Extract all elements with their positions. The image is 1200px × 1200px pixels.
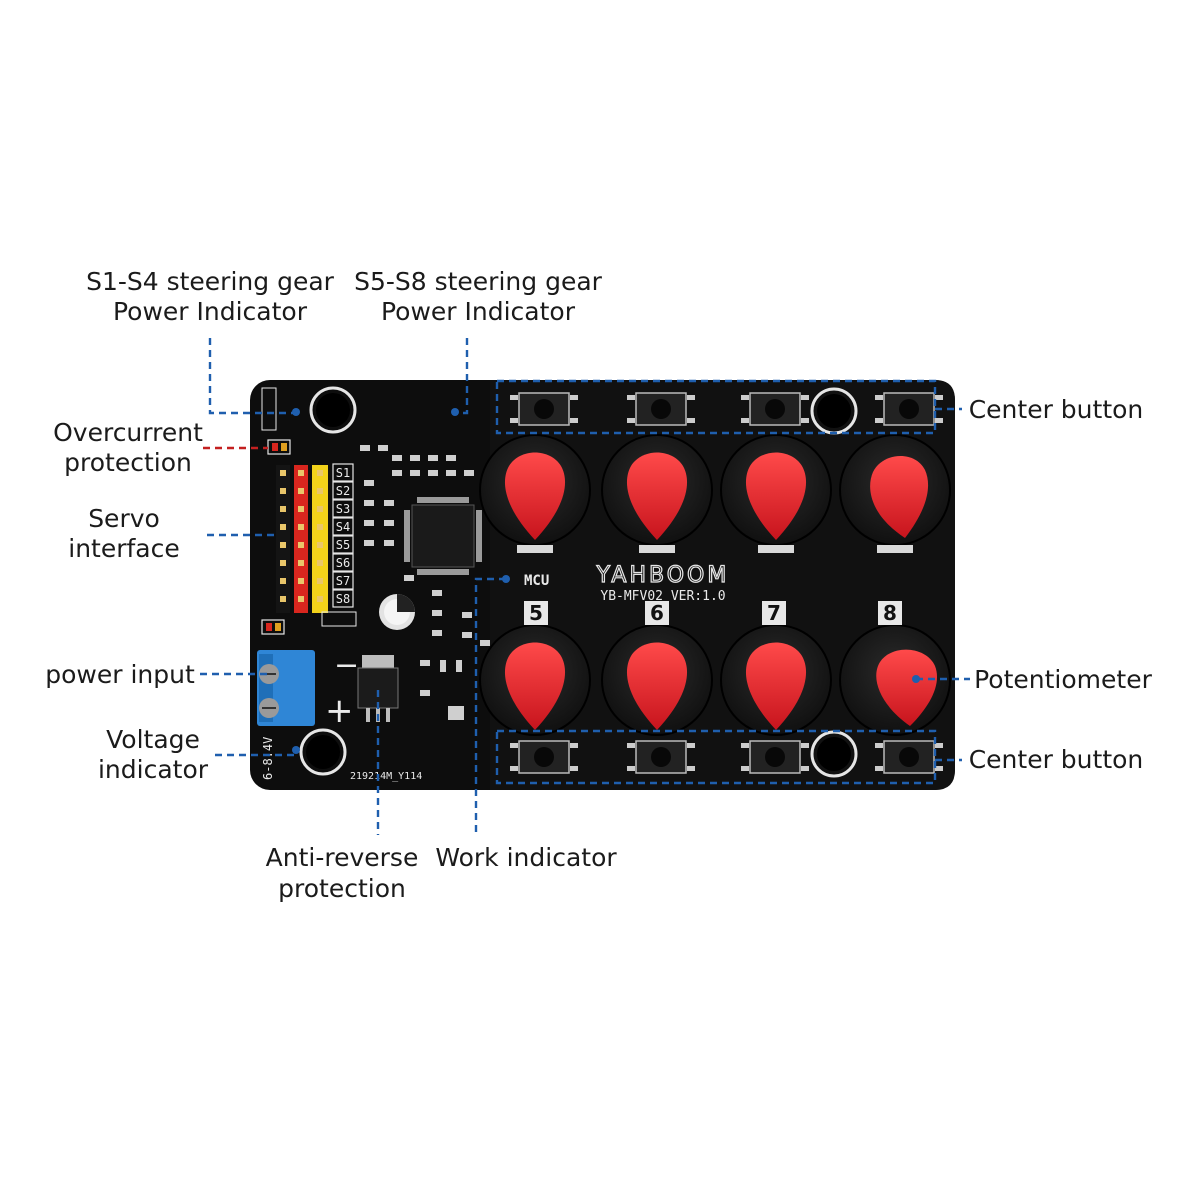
potentiometer-knob-4[interactable] (839, 434, 951, 553)
potentiometer-knob-5[interactable] (479, 624, 591, 736)
voltage-indicator-led (292, 746, 300, 754)
knob-row-top (479, 434, 951, 553)
brand-logo: YAHBOOM (596, 563, 730, 588)
voltage-regulator (357, 655, 399, 722)
potentiometer-knob-7[interactable] (720, 624, 832, 736)
potentiometer-knob-3[interactable] (720, 434, 832, 553)
potentiometer-knob-6[interactable] (601, 624, 713, 736)
top-button-row (510, 392, 943, 426)
label-power-input: power input (45, 660, 195, 689)
knob-number-8: 8 (883, 601, 897, 625)
bottom-button-3[interactable] (741, 740, 809, 774)
top-button-4[interactable] (875, 392, 943, 426)
top-button-3[interactable] (741, 392, 809, 426)
top-button-2[interactable] (627, 392, 695, 426)
knob-number-5: 5 (529, 601, 543, 625)
servo-label-s7: S7 (336, 574, 350, 588)
servo-label-s5: S5 (336, 538, 350, 552)
power-terminal (257, 650, 315, 726)
minus-sign: − (334, 648, 359, 683)
label-s1s4-line2: Power Indicator (113, 297, 308, 326)
plus-sign: + (325, 691, 354, 731)
label-s1s4-line1: S1-S4 steering gear (86, 267, 335, 296)
label-voltage-line1: Voltage (106, 725, 200, 754)
servo-label-s6: S6 (336, 556, 350, 570)
mcu-label: MCU (524, 573, 549, 589)
servo-label-s1: S1 (336, 466, 350, 480)
label-servo-line1: Servo (88, 504, 160, 533)
label-overcurrent-line2: protection (64, 448, 192, 477)
label-antireverse-line1: Anti-reverse (266, 843, 419, 872)
label-voltage-line2: indicator (98, 755, 209, 784)
bottom-button-1[interactable] (510, 740, 578, 774)
servo-label-s2: S2 (336, 484, 350, 498)
knob-number-labels: 5 6 7 8 (524, 601, 902, 625)
knob-row-bottom (479, 624, 951, 736)
capacitor (379, 594, 415, 630)
top-button-1[interactable] (510, 392, 578, 426)
knob-number-7: 7 (767, 601, 781, 625)
servo-labels: S1 S2 S3 S4 S5 S6 S7 S8 (332, 463, 354, 608)
potentiometer-knob-8[interactable] (839, 624, 951, 736)
callout-labels: S1-S4 steering gear Power Indicator S5-S… (45, 267, 1152, 903)
servo-label-s4: S4 (336, 520, 350, 534)
servo-label-s3: S3 (336, 502, 350, 516)
bottom-button-2[interactable] (627, 740, 695, 774)
label-overcurrent-line1: Overcurrent (53, 418, 203, 447)
potentiometer-knob-2[interactable] (601, 434, 713, 553)
label-potentiometer: Potentiometer (974, 665, 1152, 694)
servo-header (276, 465, 328, 613)
bottom-button-row (510, 740, 943, 774)
servo-label-s8: S8 (336, 592, 350, 606)
potentiometer-knob-1[interactable] (479, 434, 591, 553)
leader-lines (200, 338, 970, 835)
knob-number-6: 6 (650, 601, 664, 625)
label-servo-line2: interface (68, 534, 180, 563)
label-center-button-bottom: Center button (969, 745, 1144, 774)
model-label: YB-MFV02 VER:1.0 (600, 589, 725, 604)
label-work-indicator: Work indicator (435, 843, 617, 872)
mcu-chip (404, 497, 482, 575)
voltage-silkscreen: 6-8.4V (261, 737, 275, 780)
bottom-button-4[interactable] (875, 740, 943, 774)
batch-code: 219214M_Y114 (350, 771, 422, 782)
label-antireverse-line2: protection (278, 874, 406, 903)
label-s5s8-line1: S5-S8 steering gear (354, 267, 603, 296)
label-s5s8-line2: Power Indicator (381, 297, 576, 326)
smd-components (360, 445, 490, 720)
mounting-holes (299, 386, 858, 778)
overcurrent-fuse-bottom (261, 619, 285, 635)
label-center-button-top: Center button (969, 395, 1144, 424)
